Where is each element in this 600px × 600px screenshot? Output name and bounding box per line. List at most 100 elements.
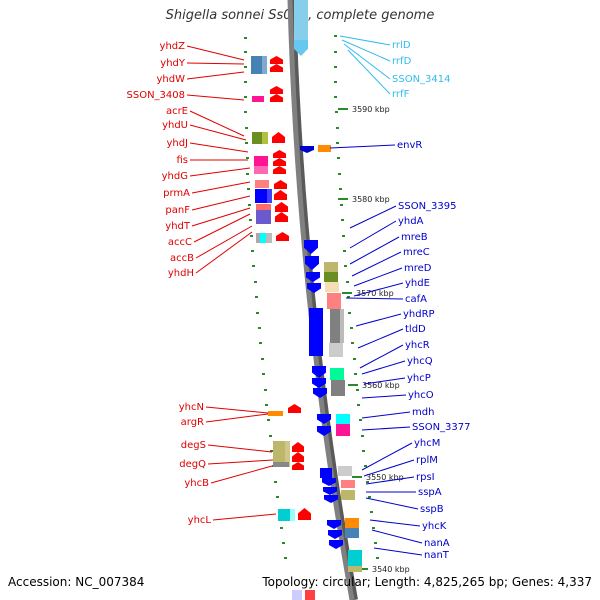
leader-line xyxy=(355,313,402,327)
left-gene-label: degQ xyxy=(179,459,206,470)
gene-block xyxy=(345,528,359,538)
gene-block xyxy=(324,262,338,272)
gene-arrow xyxy=(294,40,308,56)
leader-line xyxy=(361,442,413,471)
right-gene-label: mreD xyxy=(404,263,432,274)
right-gene-label: yhcP xyxy=(407,373,431,384)
gene-arrow xyxy=(317,426,331,436)
leader-line xyxy=(212,513,277,521)
leader-line xyxy=(186,94,245,101)
scale-label: 3580 kbp xyxy=(352,195,390,204)
gene-arrow xyxy=(317,414,331,424)
gene-arrow xyxy=(324,495,338,503)
right-gene-label: tldD xyxy=(405,324,426,335)
gene-arrow xyxy=(270,94,283,102)
gene-block xyxy=(340,309,344,343)
right-gene-label: yhcO xyxy=(408,390,434,401)
right-gene-label: yhcR xyxy=(405,340,430,351)
leader-line xyxy=(361,394,407,399)
left-gene-label: yhdY xyxy=(160,58,186,69)
gene-block xyxy=(318,145,331,152)
left-gene-label: acrE xyxy=(166,106,188,117)
leader-line xyxy=(191,195,251,211)
leader-line xyxy=(205,406,269,414)
gene-arrow xyxy=(322,478,336,486)
gene-block xyxy=(309,308,323,348)
left-gene-label: accB xyxy=(170,253,194,264)
right-gene-label: sspA xyxy=(418,487,442,498)
right-gene-label: rpsI xyxy=(416,472,435,483)
leader-line xyxy=(365,497,419,510)
gene-arrow xyxy=(298,508,311,520)
left-gene-label: yhdG xyxy=(162,171,188,182)
leader-line xyxy=(210,465,273,484)
gene-arrow xyxy=(273,158,286,166)
leader-line xyxy=(357,328,404,349)
gene-block xyxy=(266,233,272,243)
gene-arrow xyxy=(288,404,301,413)
leader-line xyxy=(363,459,415,477)
leader-line xyxy=(351,251,402,277)
leader-line xyxy=(186,62,245,65)
scale-label: 3540 kbp xyxy=(372,565,410,574)
gene-block xyxy=(256,233,260,243)
leader-line xyxy=(361,426,411,431)
right-gene-label: SSON_3395 xyxy=(398,201,457,212)
gene-block xyxy=(267,189,272,203)
right-gene-label: mreC xyxy=(403,247,430,258)
gene-block xyxy=(292,590,302,600)
gene-block xyxy=(294,0,308,40)
gene-block xyxy=(331,380,345,396)
leader-line xyxy=(207,444,273,453)
left-gene-label: degS xyxy=(181,440,206,451)
right-gene-label: SSON_3377 xyxy=(412,422,471,433)
gene-arrow xyxy=(292,462,304,470)
left-gene-label: accC xyxy=(168,237,192,248)
left-gene-label: yhcL xyxy=(188,515,212,526)
left-gene-label: panF xyxy=(165,205,190,216)
right-gene-label: rplM xyxy=(416,455,438,466)
leader-line xyxy=(189,167,251,177)
left-gene-label: SSON_3408 xyxy=(127,90,186,101)
gene-arrow xyxy=(312,378,326,388)
gene-block xyxy=(341,490,355,500)
leader-line xyxy=(359,344,404,369)
gene-block xyxy=(255,189,270,203)
left-gene-label: yhdU xyxy=(162,120,188,131)
leader-line xyxy=(191,181,251,194)
gene-arrow xyxy=(270,86,283,94)
leader-line xyxy=(365,476,415,485)
left-gene-label: yhdJ xyxy=(166,138,188,149)
leader-line xyxy=(191,207,251,227)
scale-label: 3590 kbp xyxy=(352,105,390,114)
gene-arrow xyxy=(270,56,283,64)
gene-arrow xyxy=(306,272,320,282)
topology-summary: Topology: circular; Length: 4,825,265 bp… xyxy=(262,575,592,589)
left-gene-label: yhdZ xyxy=(160,41,186,52)
leader-line xyxy=(369,519,421,527)
gene-block xyxy=(256,210,271,224)
left-gene-label: argR xyxy=(181,417,204,428)
left-gene-label: prmA xyxy=(163,188,190,199)
gene-arrow xyxy=(275,212,288,222)
gene-arrow xyxy=(274,180,287,189)
leader-line xyxy=(186,71,245,80)
left-gene-label: yhcN xyxy=(179,402,204,413)
gene-arrow xyxy=(273,150,286,158)
gene-arrow xyxy=(305,256,319,270)
leader-line xyxy=(207,459,274,465)
leader-line xyxy=(353,267,403,287)
gene-arrow xyxy=(328,530,342,539)
gene-arrow xyxy=(307,283,321,293)
gene-block xyxy=(330,368,344,380)
gene-block xyxy=(348,566,362,572)
gene-arrow xyxy=(313,388,327,398)
gene-arrow xyxy=(275,202,288,212)
gene-block xyxy=(273,462,289,467)
genome-backbone-shadow xyxy=(288,0,358,600)
rna-gene-label: rrfF xyxy=(392,89,410,100)
leader-line xyxy=(353,282,404,297)
gene-block xyxy=(254,166,268,174)
leader-line xyxy=(349,220,397,249)
